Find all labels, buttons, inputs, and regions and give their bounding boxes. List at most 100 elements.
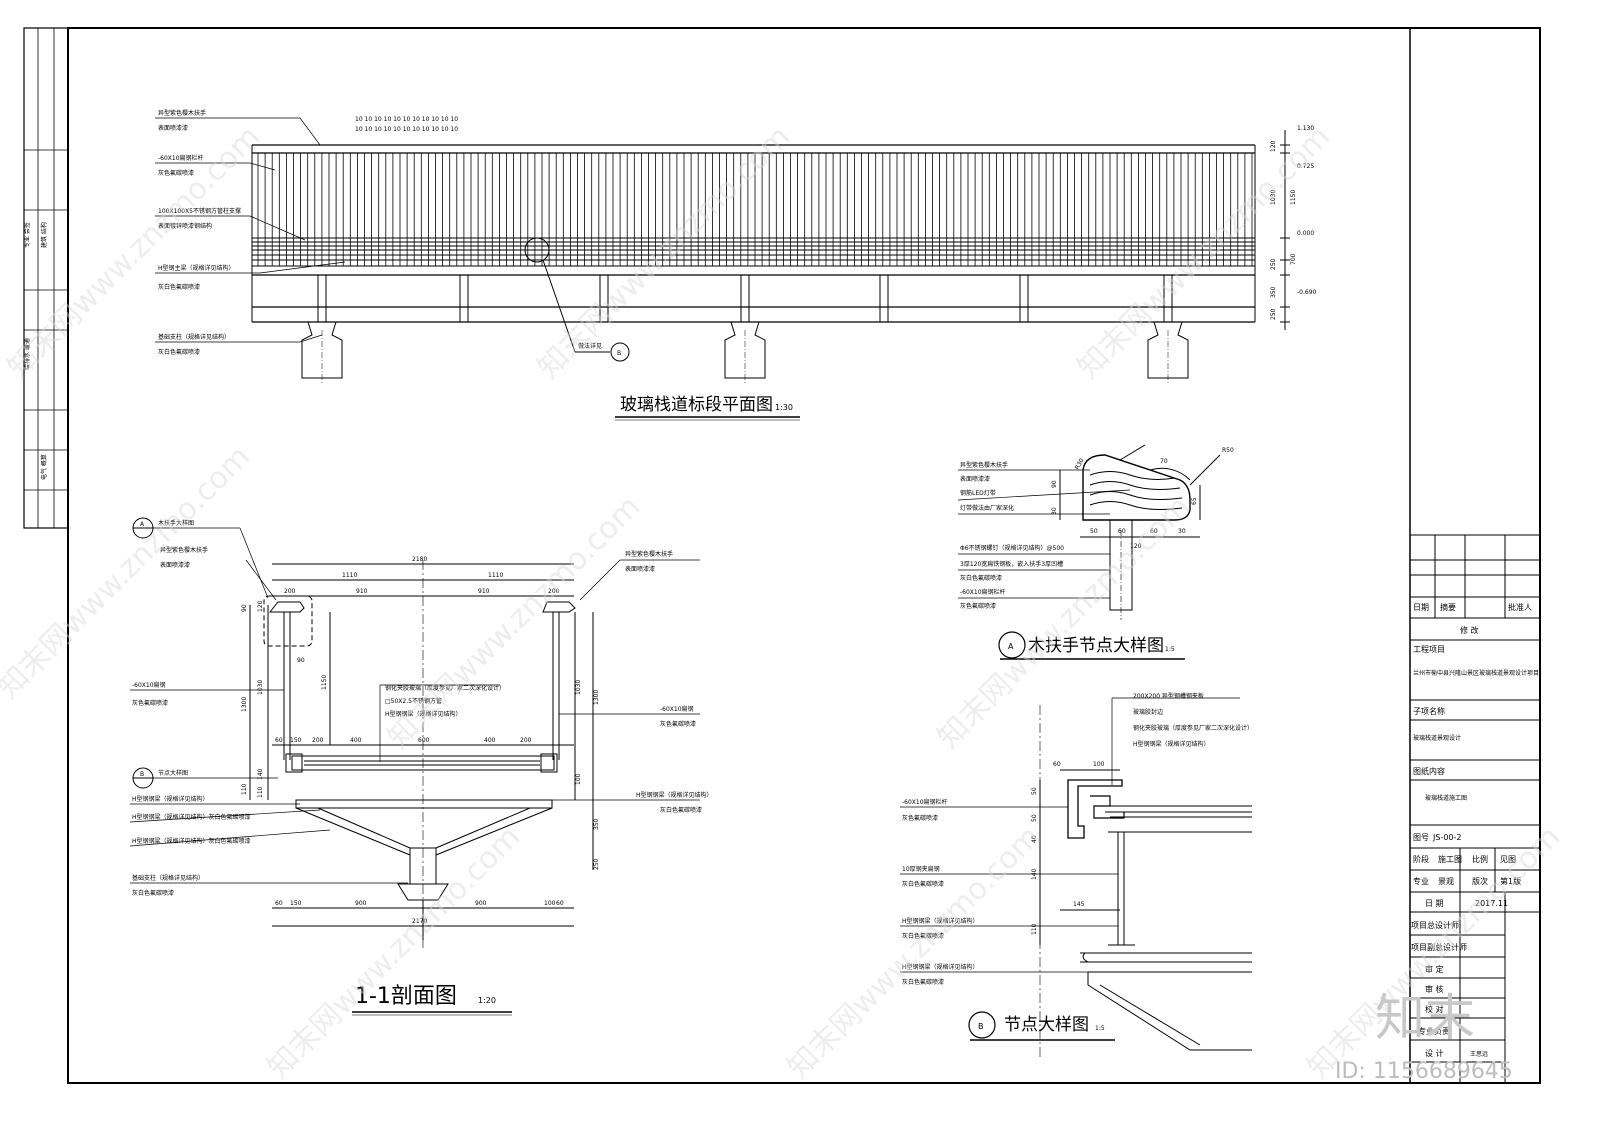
plan-note: 异型紫色樱木扶手: [158, 109, 206, 117]
section-dim-v: 120: [257, 600, 264, 612]
detail-b-view: 60 100 50 50 40 140 145 110 200X200 异型钢槽…: [900, 692, 1253, 1060]
detail-b-scale: 1:5: [1095, 1025, 1105, 1032]
plan-callout-note: 做法详见: [578, 342, 602, 350]
revision-header-date: 日期: [1413, 603, 1429, 612]
plan-dim: 350: [1270, 286, 1277, 298]
detail-a-note: 异型紫色樱木扶手: [960, 461, 1008, 469]
content-label: 图纸内容: [1413, 766, 1445, 776]
section-note: 表面喷漆漆: [160, 561, 190, 569]
detail-a-dim: 90: [1051, 480, 1058, 488]
section-callout-b-note: 节点大样图: [158, 769, 188, 777]
section-dim: 1110: [342, 572, 357, 579]
discipline-label: 专业: [1413, 876, 1429, 886]
role-label: 校 对: [1425, 1004, 1444, 1014]
right-dim-ticks: [1280, 144, 1290, 323]
title-block: 日期 摘要 批准人 修 改 工程项目 兰州市榆中县兴隆山景区玻璃栈道景观设计项目…: [1410, 534, 1540, 1083]
detail-b-note-top: H型钢钢梁（规格详见结构）: [1133, 740, 1210, 748]
detail-b-dim: 50: [1031, 814, 1038, 822]
plan-top-dims: 10 10 10 10 10 10 10 10 10 10 10: [355, 126, 458, 133]
detail-a-dim: R50: [1222, 447, 1234, 454]
plan-note: 100X100X5不锈钢方管柱支撑: [158, 207, 241, 215]
detail-a-note: -60X10扁钢栏杆: [960, 588, 1006, 596]
section-dim: 900: [475, 900, 487, 907]
drawing-no-value: JS-00-2: [1432, 833, 1461, 842]
section-dim: 150: [290, 737, 302, 744]
role-label: 审 定: [1425, 964, 1444, 974]
section-dim: 200: [548, 588, 560, 595]
role-label: 项目总设计师: [1411, 920, 1459, 930]
version-value: 第1版: [1500, 876, 1521, 886]
section-view: 2180 1110 1110 200 910 910 200 60 150 20…: [129, 517, 713, 1016]
detail-a-title: 木扶手节点大样图: [1028, 636, 1164, 656]
scale-value: 见图: [1500, 855, 1516, 864]
section-dim: 200: [284, 588, 296, 595]
plan-note: 基础支柱（规格详见结构）: [158, 333, 230, 341]
detail-a-note: 钢筋LED灯带: [960, 489, 996, 497]
plan-column: [1147, 274, 1189, 385]
role-label: 设 计: [1425, 1048, 1444, 1058]
detail-a-dim: 30: [1178, 528, 1186, 535]
plan-dim: 1030: [1270, 190, 1277, 205]
section-dim-v: 90: [297, 657, 305, 664]
left-strip-label: 给排水 暖通: [23, 338, 31, 370]
detail-a-dim: 50: [1090, 528, 1098, 535]
date-value: 2017.11: [1475, 899, 1508, 908]
left-strip-label: 电气 概算: [40, 454, 48, 480]
section-dim-v: 100: [575, 773, 582, 785]
detail-b-note-left: 灰白色氟碳喷漆: [902, 978, 944, 986]
detail-a-dim: 70: [1160, 458, 1168, 465]
detail-b-note-top: 玻璃胶封边: [1133, 708, 1163, 716]
scale-label: 比例: [1472, 854, 1488, 864]
section-note: 基础支柱（规格详见结构）: [132, 874, 204, 882]
elevation-label: 1.130: [1297, 125, 1314, 132]
plan-note: 灰色氟碳喷漆: [158, 169, 194, 177]
detail-a-dim: 120: [1130, 543, 1142, 550]
detail-a-dim: 60: [1150, 528, 1158, 535]
section-dim: 910: [356, 588, 368, 595]
section-dim: 60: [275, 737, 283, 744]
detail-a-callout-circle: [998, 631, 1026, 659]
section-dim: 900: [355, 900, 367, 907]
section-scale: 1:20: [478, 996, 496, 1005]
elevation-label: 0.000: [1297, 230, 1314, 237]
left-strip-labels: 专业 会签 建筑 结构 给排水 暖通 电气 概算: [23, 222, 48, 480]
subitem-value: 玻璃栈道景观设计: [1413, 734, 1461, 742]
revision-header-approver: 批准人: [1508, 602, 1532, 612]
section-dim-v: 140: [257, 768, 264, 780]
detail-a-dim: 65: [1191, 497, 1198, 505]
designer-name: 王思远: [1470, 1050, 1488, 1058]
watermark-logo: 知末: [1375, 989, 1475, 1047]
section-title: 1-1剖面图: [355, 984, 457, 1009]
plan-column: [724, 274, 766, 385]
plan-column: [459, 274, 469, 323]
watermark-id: ID: 1156689645: [1335, 1059, 1513, 1084]
section-note-right: H型钢钢梁（规格详见结构）: [636, 791, 713, 799]
detail-a-note: Φ6不锈钢螺钉（规格详见结构）@500: [960, 544, 1064, 552]
role-label: 项目副总设计师: [1411, 942, 1467, 952]
detail-b-dim: 110: [1031, 923, 1038, 935]
detail-a-dim: R30: [1074, 457, 1086, 471]
detail-a-note: 表面喷漆漆: [960, 475, 990, 483]
detail-a-note: 3厚120宽扁铁钢板，嵌入扶手3厚凹槽: [960, 560, 1063, 568]
detail-a-note: 灯带做法由厂家深化: [960, 504, 1014, 512]
detail-b-note-left: 灰白色氟碳喷漆: [902, 880, 944, 888]
stage-value: 施工图: [1438, 854, 1462, 864]
plan-scale: 1:30: [775, 403, 793, 412]
discipline-value: 景观: [1438, 877, 1454, 886]
section-note: H型钢钢梁（规格详见结构）灰白色氟碳喷漆: [132, 813, 251, 821]
project-value: 兰州市榆中县兴隆山景区玻璃栈道景观设计项目: [1413, 669, 1539, 677]
plan-top-dims: 10 10 10 10 10 10 10 10 10 10 10: [355, 116, 458, 123]
detail-b-note-left: H型钢钢梁（规格详见结构）: [902, 917, 979, 925]
detail-a-scale: 1:5: [1165, 646, 1175, 653]
detail-b-dim: 60: [1053, 761, 1061, 768]
section-dim: 600: [418, 737, 430, 744]
plan-dim: 250: [1270, 258, 1277, 270]
section-dim: 200: [312, 737, 324, 744]
watermark-text: 知末网www.znzmo.com: [531, 119, 797, 385]
plan-note: -60X10扁钢栏杆: [158, 154, 204, 162]
detail-b-note-top: 200X200 异型钢槽钢夹板: [1133, 692, 1204, 700]
detail-b-note-left: 灰白色氟碳喷漆: [902, 932, 944, 940]
detail-a-note: 灰白色氟碳喷漆: [960, 574, 1002, 582]
plan-callout-circle: [610, 342, 630, 362]
section-dim-v: 1300: [241, 697, 248, 712]
